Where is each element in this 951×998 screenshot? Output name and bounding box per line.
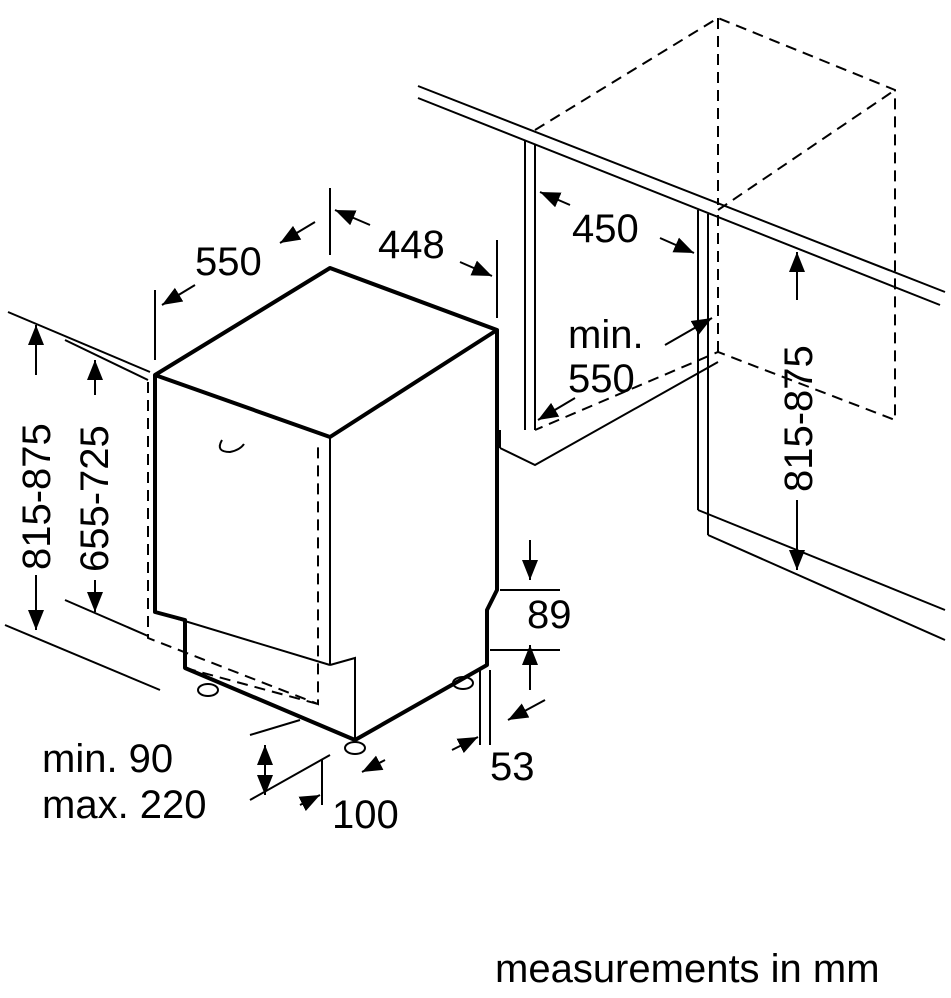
dishwasher-body	[147, 266, 499, 755]
overall-height-label: 815-875	[15, 423, 59, 570]
width-label: 448	[378, 223, 445, 267]
depth-label: 550	[195, 240, 262, 284]
foot-100-label: 100	[332, 793, 399, 837]
kitchen-cabinet-niche	[417, 16, 946, 641]
plinth-max-label: max. 220	[42, 783, 207, 827]
niche-width-label: 450	[572, 207, 639, 251]
plinth-min-label: min. 90	[42, 737, 173, 781]
niche-height-label: 815-875	[777, 345, 821, 492]
niche-depth-label-line1: min.	[568, 313, 644, 357]
plinth-89-label: 89	[527, 593, 572, 637]
units-note: measurements in mm	[495, 947, 880, 991]
foot-icon	[452, 676, 474, 690]
door-height-label: 655-725	[73, 425, 117, 572]
left-worktop-lines	[4, 311, 161, 691]
niche-depth-label-line2: 550	[568, 357, 635, 401]
foot-icon	[197, 683, 219, 697]
foot-53-label: 53	[490, 745, 535, 789]
foot-icon	[344, 741, 366, 755]
dimension-lines	[28, 188, 805, 812]
